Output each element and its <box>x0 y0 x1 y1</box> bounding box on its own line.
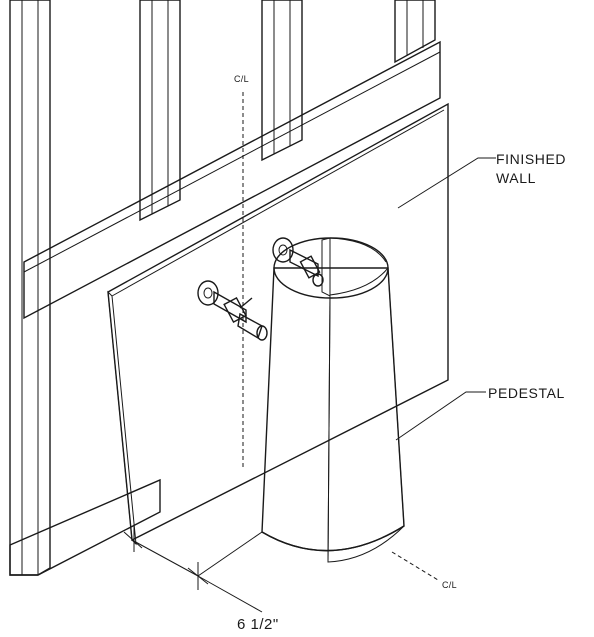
blocking-board <box>23 40 441 320</box>
supply-valve-left <box>197 280 268 341</box>
label-finished-wall-line2: WALL <box>496 170 536 186</box>
centerline-floor <box>391 551 439 581</box>
label-pedestal: PEDESTAL <box>488 385 565 401</box>
stud-third <box>261 0 303 162</box>
finished-wall-panel <box>107 102 449 546</box>
label-finished-wall-line1: FINISHED <box>496 151 566 167</box>
supply-valve-right <box>272 237 321 279</box>
bottom-plate <box>9 478 161 576</box>
label-dimension: 6 1/2" <box>237 616 279 633</box>
leader-pedestal <box>395 391 486 441</box>
dimension-marker <box>123 524 263 613</box>
stud-fourth <box>394 0 436 64</box>
leader-finished-wall <box>397 157 496 209</box>
label-centerline-bottom: C/L <box>442 580 457 590</box>
stud-left <box>9 0 51 576</box>
pedestal <box>261 237 405 563</box>
wall-framing <box>9 0 436 576</box>
stud-second <box>139 0 181 222</box>
label-centerline-top: C/L <box>234 74 249 84</box>
